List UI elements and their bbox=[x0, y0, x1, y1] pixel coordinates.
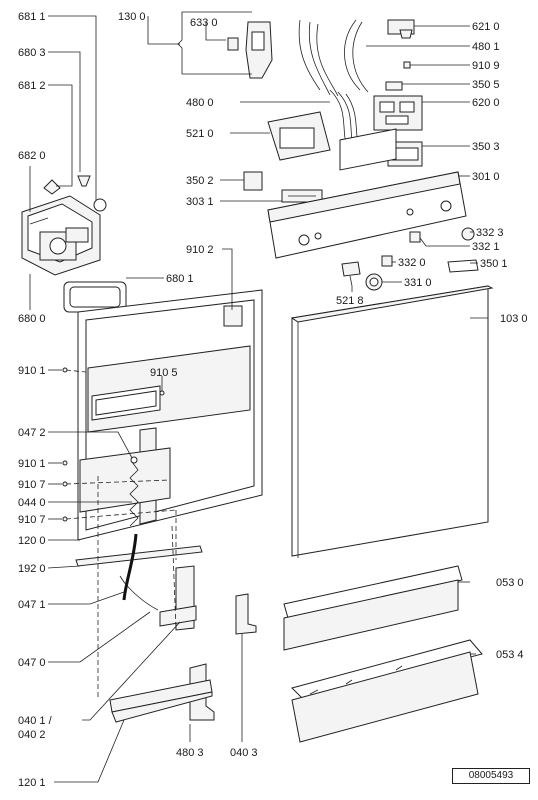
label-620-0: 620 0 bbox=[472, 97, 500, 109]
label-681-2: 681 2 bbox=[18, 80, 46, 92]
label-910-1-upper: 910 1 bbox=[18, 365, 46, 377]
label-303-1: 303 1 bbox=[186, 196, 214, 208]
label-120-0: 120 0 bbox=[18, 535, 46, 547]
label-192-0: 192 0 bbox=[18, 563, 46, 575]
outer-door-panel-drawing bbox=[290, 285, 494, 558]
label-053-0: 053 0 bbox=[496, 577, 524, 589]
label-332-3: 332 3 bbox=[476, 227, 504, 239]
label-682-0: 682 0 bbox=[18, 150, 46, 162]
seal-680-1-drawing bbox=[63, 281, 127, 313]
screws-drawing bbox=[62, 367, 165, 522]
lower-trims-drawing bbox=[283, 565, 483, 743]
brackets-drawing bbox=[109, 593, 257, 723]
label-040-2: 040 2 bbox=[18, 729, 46, 741]
label-350-3: 350 3 bbox=[472, 141, 500, 153]
label-332-0: 332 0 bbox=[398, 257, 426, 269]
part-labels: 681 1 130 0 633 0 621 0 680 3 480 1 910 … bbox=[18, 11, 528, 789]
label-680-3: 680 3 bbox=[18, 47, 46, 59]
control-panel-drawing bbox=[267, 128, 467, 259]
label-621-0: 621 0 bbox=[472, 21, 500, 33]
label-910-7-lower: 910 7 bbox=[18, 514, 46, 526]
label-680-1: 680 1 bbox=[166, 273, 194, 285]
label-350-2: 350 2 bbox=[186, 175, 214, 187]
label-331-0: 331 0 bbox=[404, 277, 432, 289]
label-910-2: 910 2 bbox=[186, 244, 214, 256]
label-130-0: 130 0 bbox=[118, 11, 146, 23]
label-103-0: 103 0 bbox=[500, 313, 528, 325]
label-120-1: 120 1 bbox=[18, 777, 46, 789]
label-040-1: 040 1 / bbox=[18, 715, 53, 727]
label-910-7-upper: 910 7 bbox=[18, 479, 46, 491]
label-681-1: 681 1 bbox=[18, 11, 46, 23]
leader-lines bbox=[29, 11, 488, 783]
label-301-0: 301 0 bbox=[472, 171, 500, 183]
label-047-0: 047 0 bbox=[18, 657, 46, 669]
label-910-9: 910 9 bbox=[472, 60, 500, 72]
label-040-3: 040 3 bbox=[230, 747, 258, 759]
label-053-4: 053 4 bbox=[496, 649, 524, 661]
label-480-1: 480 1 bbox=[472, 41, 500, 53]
label-480-3: 480 3 bbox=[176, 747, 204, 759]
label-521-0: 521 0 bbox=[186, 128, 214, 140]
reference-number-box: 08005493 bbox=[452, 768, 530, 784]
label-521-8: 521 8 bbox=[336, 295, 364, 307]
hinge-and-spring-drawing bbox=[75, 456, 203, 631]
dispenser-unit-drawing bbox=[21, 195, 101, 276]
label-047-2: 047 2 bbox=[18, 427, 46, 439]
dispenser-small-parts-drawing bbox=[43, 175, 107, 212]
label-332-1: 332 1 bbox=[472, 241, 500, 253]
label-910-5: 910 5 bbox=[150, 367, 178, 379]
label-044-0: 044 0 bbox=[18, 497, 46, 509]
label-633-0: 633 0 bbox=[190, 17, 218, 29]
label-910-1-lower: 910 1 bbox=[18, 458, 46, 470]
label-350-5: 350 5 bbox=[472, 79, 500, 91]
label-350-1: 350 1 bbox=[480, 258, 508, 270]
label-680-0: 680 0 bbox=[18, 313, 46, 325]
label-480-0: 480 0 bbox=[186, 97, 214, 109]
inner-door-drawing bbox=[77, 289, 263, 541]
top-assembly-drawing bbox=[227, 19, 423, 167]
small-module-drawing bbox=[243, 171, 323, 203]
label-047-1: 047 1 bbox=[18, 599, 46, 611]
